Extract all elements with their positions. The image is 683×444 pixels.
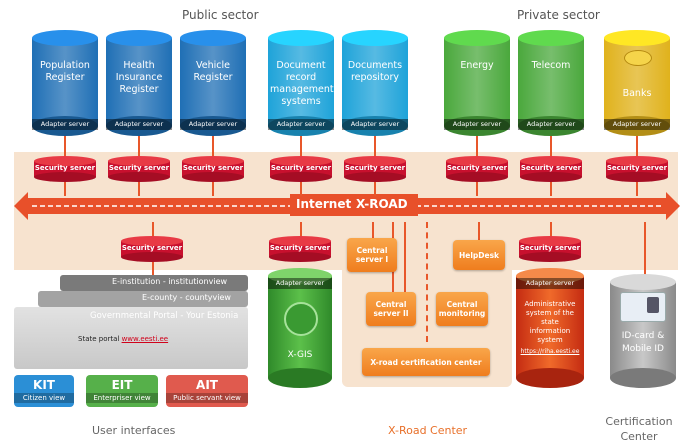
central-server-1: Central server I [347,238,397,272]
e-county-bar [38,291,248,307]
idcard-label: ID-card & Mobile ID [621,331,665,354]
security-server: Security server [182,156,244,182]
adapter-server-label: Adapter server [32,119,98,130]
idcard-icon [620,292,666,322]
security-server-label: Security server [344,164,406,172]
security-server-ui: Security server [121,236,183,262]
dashed-divider [426,222,428,342]
state-portal-text: State portal www.eesti.ee [78,335,168,343]
line-admin [550,222,552,244]
security-server: Security server [34,156,96,182]
register-label: Document record management systems [270,60,334,107]
security-server-label: Security server [34,164,96,172]
line-idcard [644,222,646,280]
xgis-label: X-GIS [287,350,313,360]
security-server-label: Security server [520,164,582,172]
e-county-label: E-county - countyview [142,293,231,302]
register-label: Vehicle Register [193,60,233,83]
security-server: Security server [270,156,332,182]
eit-label: EIT [111,378,133,392]
security-server: Security server [520,156,582,182]
admin-adapter: Adapter server [516,278,584,289]
kit-label: KIT [33,378,55,392]
ait-button[interactable]: AIT Public servant view [166,375,248,407]
register-label: Population Register [40,60,90,83]
kit-sub: Citizen view [14,393,74,403]
security-server-label: Security server [446,164,508,172]
globe-icon [284,302,318,336]
xroad-center-label: X-Road Center [388,424,468,437]
e-institution-bar [60,275,248,291]
register-label: Energy [460,60,494,71]
certification-center-box: X-road certification center [362,348,490,376]
security-server: Security server [108,156,170,182]
idcard-cylinder: ID-card & Mobile ID [610,274,676,388]
eit-sub: Enterpriser view [86,393,158,403]
security-server-label: Security server [606,164,668,172]
admin-system-link[interactable]: https://riha.eesti.ee [520,348,580,355]
bus-label-bg [290,194,418,216]
register-label: Banks [622,88,652,99]
private-sector-title: Private sector [517,8,600,22]
register-label: Documents repository [347,60,403,83]
helpdesk: HelpDesk [453,240,505,270]
security-server-xgis: Security server [269,236,331,262]
line-xgis [300,222,302,244]
admin-system-cylinder: Adapter server Administrative system of … [516,268,584,388]
xgis-cylinder: Adapter server X-GIS [268,268,332,388]
adapter-server-label: Adapter server [180,119,246,130]
central-server-2: Central server II [366,292,416,326]
coins-icon [624,50,652,66]
central-monitoring: Central monitoring [436,292,488,326]
security-server: Security server [446,156,508,182]
state-portal-link[interactable]: www.eesti.ee [121,335,169,343]
adapter-server-label: Adapter server [106,119,172,130]
bus-internet-label: Internet [296,197,352,211]
public-sector-title: Public sector [182,8,259,22]
user-interfaces-label: User interfaces [92,424,176,437]
security-server: Security server [606,156,668,182]
kit-button[interactable]: KIT Citizen view [14,375,74,407]
adapter-server-label: Adapter server [342,119,408,130]
security-server: Security server [344,156,406,182]
adapter-server-label: Adapter server [604,119,670,130]
security-server-label: Security server [108,164,170,172]
security-server-label: Security server [270,164,332,172]
admin-system-text: Administrative system of the state infor… [524,300,576,344]
security-server-admin: Security server [519,236,581,262]
certification-center-label: Certification Center [605,415,673,443]
eit-button[interactable]: EIT Enterpriser view [86,375,158,407]
line-cs3 [404,222,406,292]
e-institution-label: E-institution - institutionview [112,277,228,286]
bus-xroad-label: X-ROAD [356,197,408,211]
ait-sub: Public servant view [166,393,248,403]
line-ui-2 [152,258,154,276]
ait-label: AIT [196,378,218,392]
line-cs1 [372,222,374,238]
register-label: Health Insurance Register [115,60,163,95]
line-ui [152,222,154,244]
gov-portal-panel [14,307,248,369]
gov-portal-title: Governmental Portal - Your Estonia [90,311,239,321]
adapter-server-label: Adapter server [518,119,584,130]
line-helpdesk [478,222,480,240]
register-label: Telecom [531,60,571,71]
xgis-adapter: Adapter server [268,278,332,289]
adapter-server-label: Adapter server [444,119,510,130]
adapter-server-label: Adapter server [268,119,334,130]
security-server-label: Security server [182,164,244,172]
state-portal-prefix: State portal [78,335,122,343]
